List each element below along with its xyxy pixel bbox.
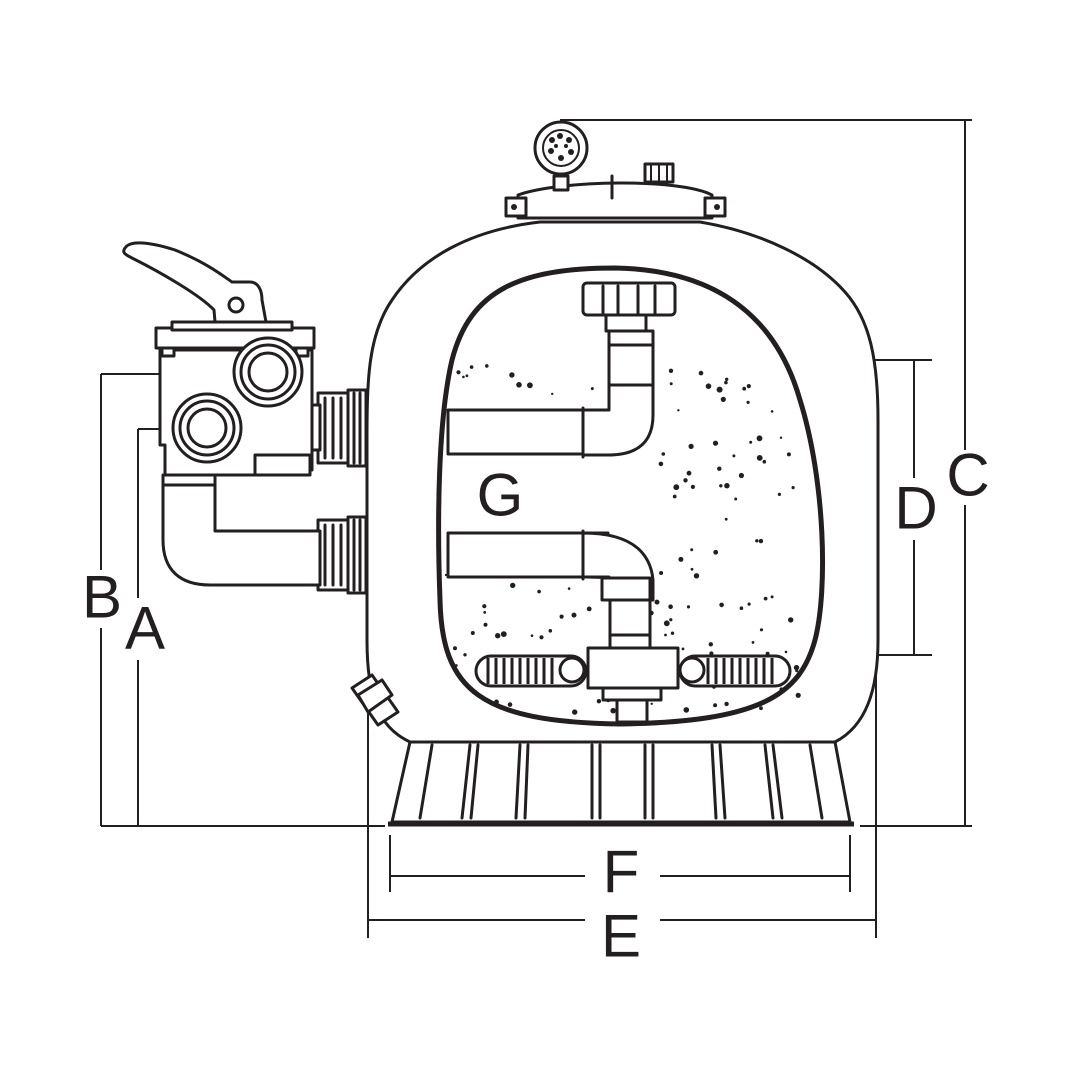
- label-e: E: [601, 903, 641, 970]
- dimension-labels: A B C D E F G: [82, 442, 990, 970]
- lateral-hub: [586, 646, 680, 724]
- valve-port-upper: [232, 336, 304, 408]
- pressure-gauge-icon: [533, 120, 589, 192]
- lower-tank-union: [316, 515, 368, 595]
- lateral-left: [474, 654, 588, 688]
- label-d: D: [894, 475, 937, 542]
- media-cutaway: [436, 265, 826, 727]
- upper-tank-union: [316, 388, 368, 468]
- multiport-valve: [122, 241, 322, 587]
- label-a: A: [125, 595, 165, 662]
- lower-outlet-pipe: [446, 529, 655, 652]
- top-diffuser: [581, 281, 677, 389]
- valve-port-lower: [171, 392, 243, 464]
- dimension-lines: [100, 119, 972, 938]
- internal-plumbing: [446, 281, 792, 724]
- dimension-f: [389, 835, 851, 892]
- valve-handle: [122, 241, 268, 324]
- valve-return-pipe: [161, 473, 322, 587]
- label-g: G: [477, 462, 524, 529]
- label-b: B: [82, 564, 122, 631]
- label-f: F: [603, 839, 640, 906]
- drain-plug: [350, 673, 400, 727]
- label-c: C: [946, 442, 989, 509]
- tank-lid: [504, 162, 727, 220]
- tank-base: [388, 740, 854, 827]
- upper-inlet-pipe: [446, 383, 655, 459]
- dimension-c: [560, 119, 972, 827]
- lateral-right: [678, 654, 792, 688]
- tank-side-ports: [316, 388, 368, 595]
